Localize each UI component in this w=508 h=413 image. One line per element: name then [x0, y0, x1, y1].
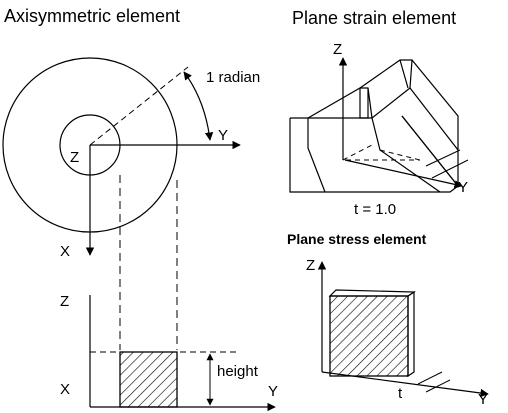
plane-strain-z-label: Z — [333, 41, 342, 58]
axisymmetric-title: Axisymmetric element — [4, 6, 180, 26]
top-x-label: X — [60, 243, 70, 260]
top-y-label: Y — [218, 127, 228, 144]
plane-strain-y-axis — [344, 159, 463, 189]
plane-stress-panel: Plane stress element Z Y t — [287, 231, 489, 408]
angle-label: 1 radian — [206, 69, 260, 86]
bottom-z-label: Z — [60, 293, 69, 310]
plane-stress-title: Plane stress element — [287, 231, 427, 247]
stress-thickness-mark-2 — [425, 379, 451, 393]
plane-stress-y-axis — [321, 371, 489, 398]
strain-thickness-mark-2 — [431, 159, 469, 179]
strain-thickness-mark-1 — [425, 149, 461, 167]
top-z-label: Z — [70, 149, 79, 166]
plane-strain-thickness-label: t = 1.0 — [354, 201, 396, 218]
axisymmetric-cross-section — [119, 351, 178, 408]
plane-stress-thickness-label: t — [398, 385, 403, 402]
axisymmetric-panel: Axisymmetric element 1 radian Y Z X heig… — [2, 6, 278, 412]
height-label: height — [217, 363, 259, 380]
angle-arc — [183, 71, 214, 141]
stress-thickness-mark-1 — [417, 371, 443, 385]
plane-strain-y-label: Y — [458, 179, 468, 196]
plane-strain-hidden-edges — [342, 118, 421, 161]
plane-strain-title: Plane strain element — [292, 8, 456, 28]
bottom-x-label: X — [60, 381, 70, 398]
plane-strain-prism — [289, 59, 459, 193]
plate-side-face — [407, 290, 415, 378]
bottom-y-label: Y — [268, 383, 278, 400]
plane-stress-y-label: Y — [478, 391, 488, 408]
plane-stress-z-label: Z — [306, 257, 315, 274]
plane-strain-panel: Plane strain element Z Y t — [289, 8, 469, 218]
plane-stress-plate — [329, 295, 409, 377]
plate-top-face — [328, 289, 416, 297]
radial-line — [89, 66, 189, 146]
